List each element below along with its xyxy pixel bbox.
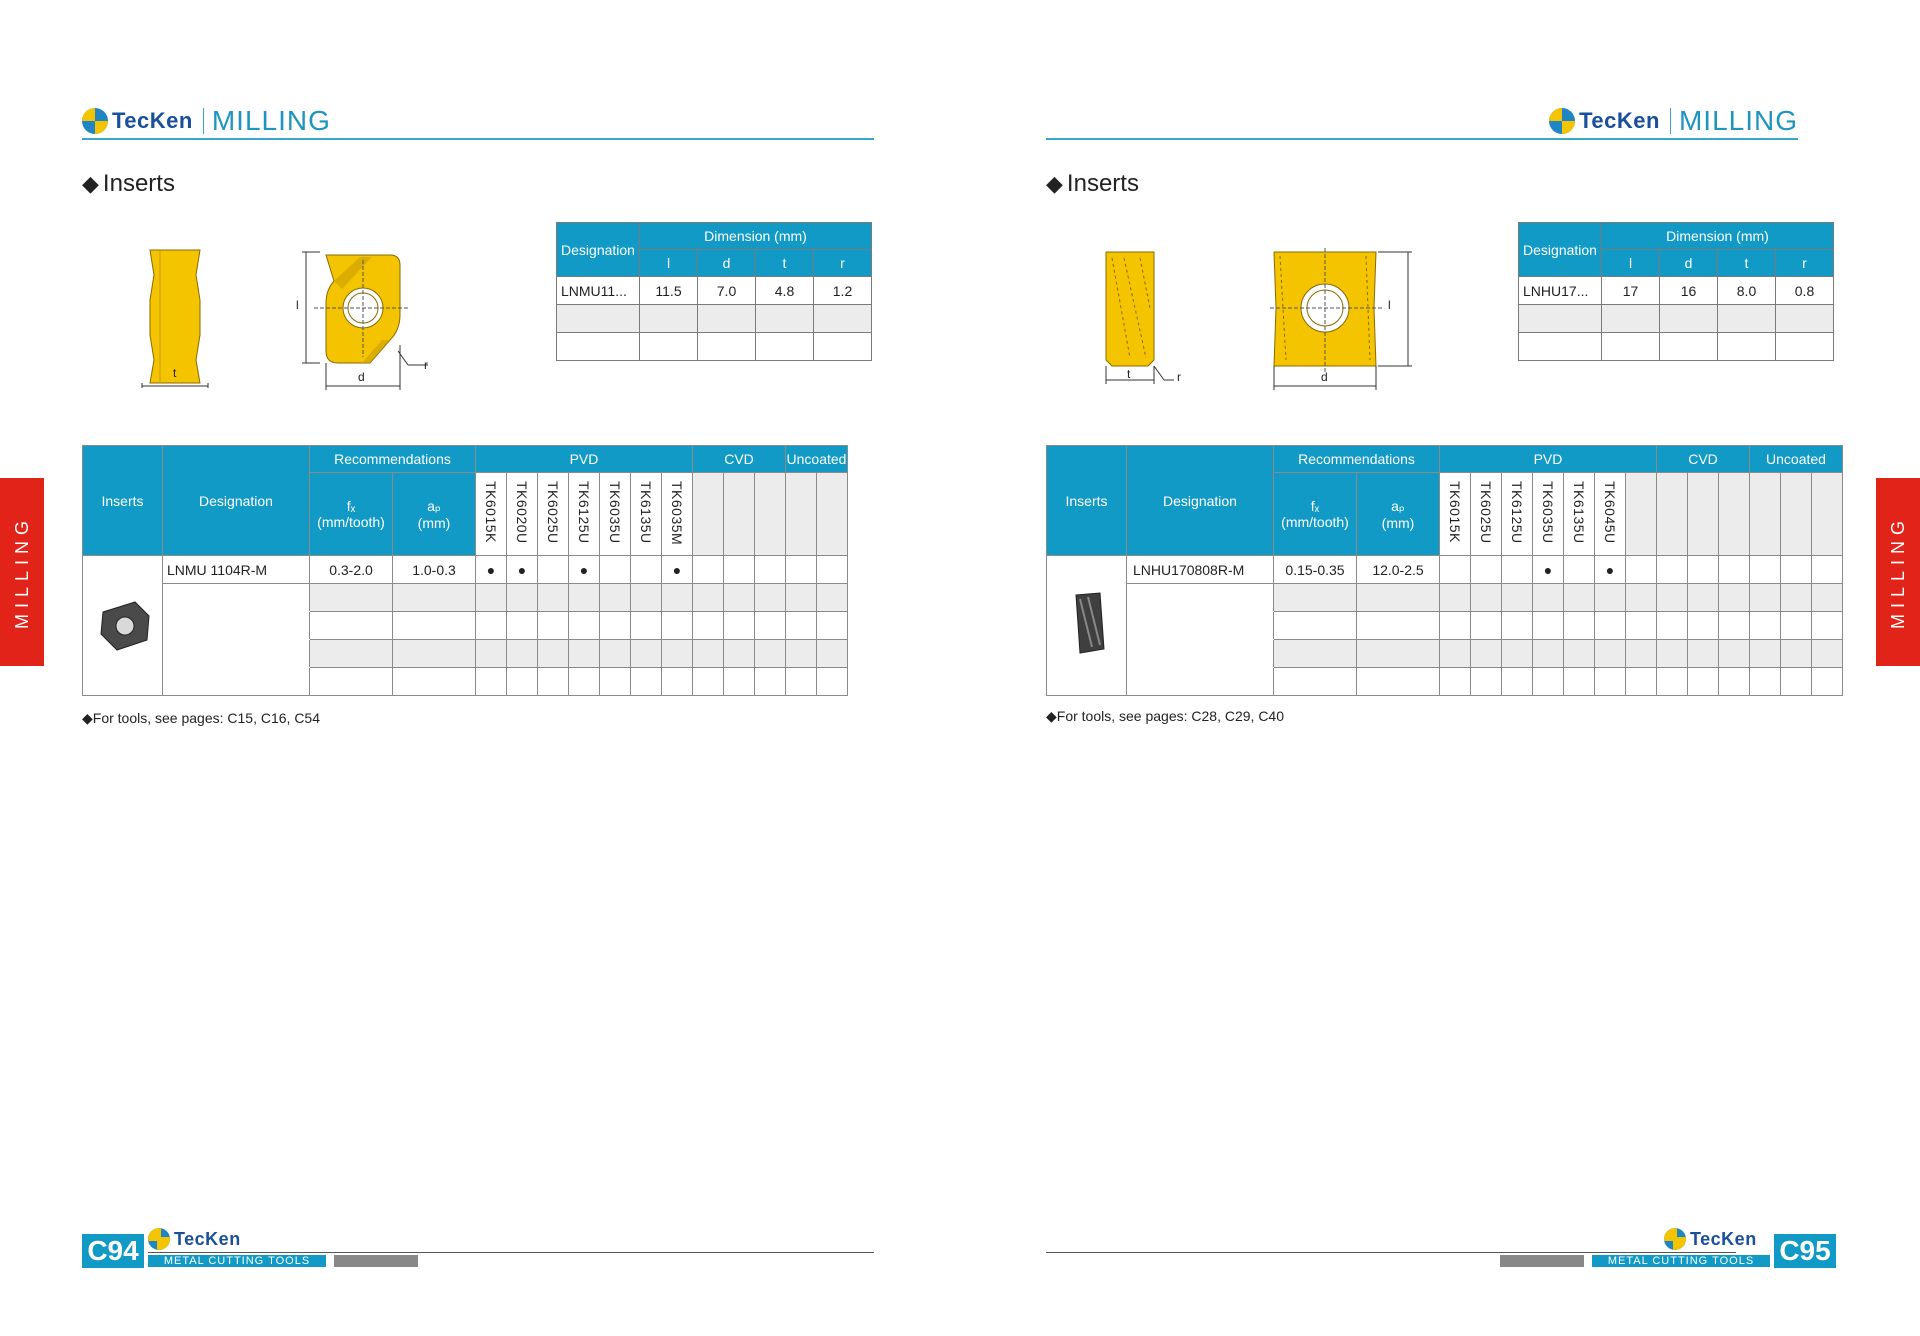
footer-tagline: METAL CUTTING TOOLS xyxy=(1592,1255,1770,1267)
page-header: TecKen MILLING xyxy=(82,104,874,138)
insert-top-view-drawing xyxy=(302,251,428,390)
table-row: LNHU17... 17 16 8.0 0.8 xyxy=(1518,276,1834,305)
recommended-grade-dot: ● xyxy=(568,555,600,584)
grades-table: Inserts Designation Recommendations PVD … xyxy=(1046,445,1843,696)
left-page: TecKen MILLING ◆Inserts t l d r xyxy=(0,104,874,1268)
dim-label-t: t xyxy=(173,366,177,380)
footer-logo: TecKen xyxy=(1664,1228,1757,1250)
recommended-grade-dot: ● xyxy=(475,555,507,584)
milling-side-tab: MILLING xyxy=(1876,478,1920,666)
tools-note: ◆For tools, see pages: C28, C29, C40 xyxy=(1046,708,1284,724)
insert-photo-icon xyxy=(99,601,150,651)
brand-logo: TecKen xyxy=(82,108,193,134)
brand-logo: TecKen xyxy=(1549,108,1660,134)
header-title: MILLING xyxy=(211,105,331,136)
dim-label-l: l xyxy=(296,298,299,312)
insert-photo xyxy=(1046,555,1127,696)
right-page: TecKen MILLING ◆Inserts t r d l xyxy=(960,0,1920,1336)
insert-photo xyxy=(82,555,163,696)
brand-logo-icon xyxy=(1549,108,1576,134)
recommended-grade-dot: ● xyxy=(661,555,693,584)
footer-tagline: METAL CUTTING TOOLS xyxy=(148,1255,326,1267)
footer-logo: TecKen xyxy=(148,1228,241,1250)
recommended-grade-dot: ● xyxy=(1594,555,1626,584)
insert-photo-icon xyxy=(1074,592,1105,654)
page-number: C94 xyxy=(82,1234,144,1268)
page-header: TecKen MILLING xyxy=(1046,104,1798,138)
page-number: C95 xyxy=(1774,1234,1836,1268)
grades-table: Inserts Designation Recommendations PVD … xyxy=(82,445,848,696)
table-row: LNMU11... 11.5 7.0 4.8 1.2 xyxy=(556,276,872,305)
section-title: ◆Inserts xyxy=(1046,170,1139,197)
insert-top-view-drawing xyxy=(1270,248,1412,390)
dim-label-r: r xyxy=(1177,370,1181,384)
brand-logo-icon xyxy=(82,108,108,134)
brand-logo-icon xyxy=(1664,1228,1686,1250)
section-title: ◆Inserts xyxy=(82,170,175,197)
recommended-grade-dot: ● xyxy=(1532,555,1564,584)
header-rule xyxy=(82,138,874,140)
insert-side-view-drawing xyxy=(1105,251,1174,384)
brand-logo-icon xyxy=(148,1228,170,1250)
tools-note: ◆For tools, see pages: C15, C16, C54 xyxy=(82,710,320,726)
insert-side-view-drawing xyxy=(141,249,209,388)
dimension-table: Designation Dimension (mm) l d t r LNHU1… xyxy=(1518,222,1834,361)
header-rule xyxy=(1046,138,1798,140)
dim-label-d: d xyxy=(358,370,365,384)
table-row: LNMU 1104R-M 0.3-2.0 1.0-0.3 ● ● ● ● xyxy=(82,555,848,696)
dim-label-d: d xyxy=(1321,370,1328,384)
table-row: LNHU170808R-M 0.15-0.35 12.0-2.5 ● ● xyxy=(1046,555,1843,696)
dim-label-r: r xyxy=(424,358,428,372)
header-title: MILLING xyxy=(1678,105,1798,136)
recommended-grade-dot: ● xyxy=(506,555,538,584)
dim-label-l: l xyxy=(1388,298,1391,312)
dim-label-t: t xyxy=(1127,367,1131,381)
milling-side-tab: MILLING xyxy=(0,478,44,666)
dimension-table: Designation Dimension (mm) l d t r LNMU1… xyxy=(556,222,872,361)
